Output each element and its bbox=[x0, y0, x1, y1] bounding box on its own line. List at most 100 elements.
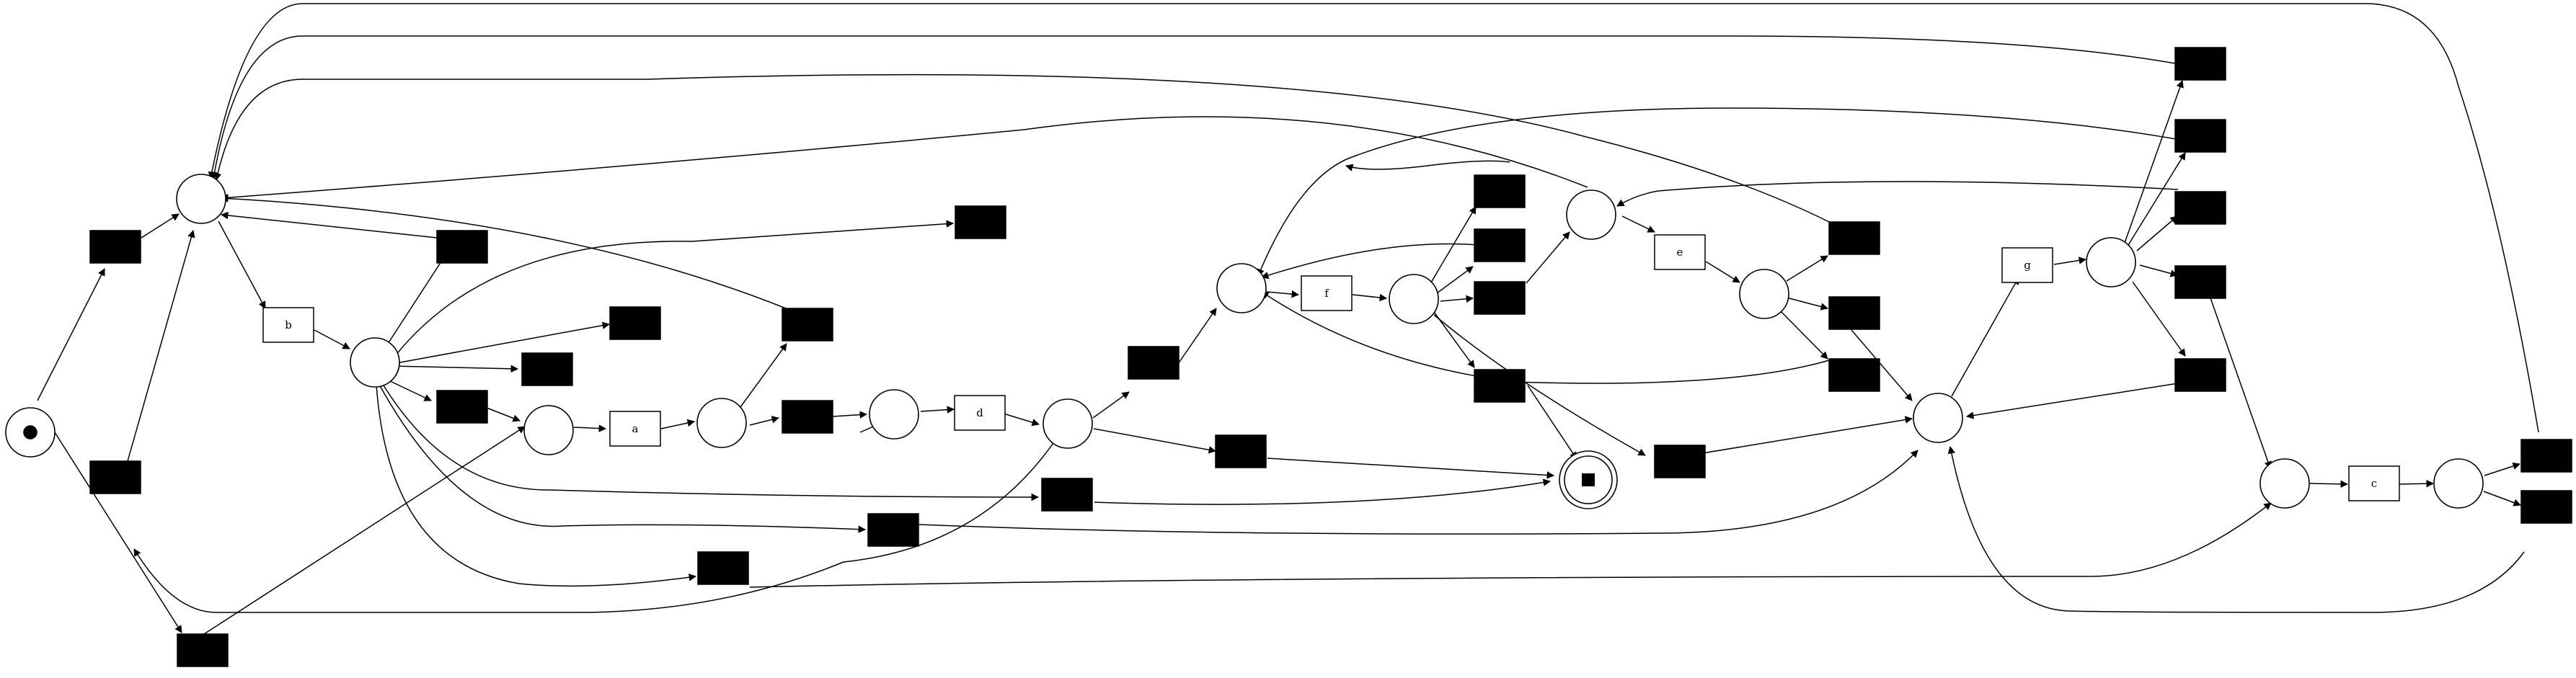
place bbox=[696, 398, 747, 448]
arc bbox=[2132, 281, 2186, 357]
arc bbox=[2136, 215, 2178, 251]
arc bbox=[1436, 266, 1474, 294]
arc bbox=[1177, 308, 1217, 365]
arc bbox=[381, 381, 1040, 501]
silent-transition bbox=[2174, 265, 2226, 299]
silent-transition bbox=[436, 390, 488, 424]
label-b: b bbox=[285, 318, 292, 331]
label-c: c bbox=[2371, 477, 2377, 490]
sink-token bbox=[1582, 473, 1595, 486]
arc bbox=[573, 424, 607, 432]
arc bbox=[1786, 255, 1828, 282]
silent-transition bbox=[89, 230, 141, 264]
label-g: g bbox=[2024, 259, 2031, 272]
transition-labels: b a d f e g c bbox=[285, 246, 2377, 490]
place bbox=[1043, 398, 1093, 449]
arc bbox=[386, 379, 432, 401]
transition-c bbox=[2348, 465, 2400, 501]
place bbox=[1566, 189, 1616, 240]
arc bbox=[213, 73, 1830, 223]
arc bbox=[2208, 293, 2272, 469]
arc bbox=[1266, 290, 1300, 298]
arc bbox=[2139, 264, 2179, 277]
arc bbox=[391, 365, 519, 373]
silent-transition bbox=[2174, 191, 2226, 225]
place bbox=[523, 405, 574, 455]
source-token bbox=[23, 425, 37, 440]
arc bbox=[37, 268, 105, 401]
silent-transition bbox=[955, 205, 1006, 239]
arc bbox=[1093, 428, 1217, 454]
arc bbox=[1003, 413, 1040, 427]
arc bbox=[220, 116, 1588, 202]
place bbox=[1913, 393, 1963, 443]
arc bbox=[141, 213, 180, 238]
silent-transition bbox=[1128, 346, 1179, 380]
arc bbox=[1779, 309, 1828, 360]
silent-transition bbox=[697, 551, 749, 585]
silent-transition bbox=[1474, 228, 1526, 262]
arc bbox=[749, 416, 780, 426]
arc bbox=[1947, 445, 2525, 613]
silent-transition bbox=[2174, 358, 2226, 392]
transition-b bbox=[262, 307, 314, 343]
arc bbox=[1094, 478, 1552, 505]
label-a: a bbox=[632, 422, 639, 435]
silent-transition bbox=[436, 230, 488, 264]
arc bbox=[1527, 385, 1577, 460]
arc bbox=[376, 384, 697, 587]
transition-d bbox=[954, 395, 1006, 431]
place bbox=[2259, 458, 2310, 509]
arcs bbox=[37, 3, 2539, 635]
silent-transition bbox=[782, 400, 833, 434]
label-e: e bbox=[1677, 246, 1683, 259]
transition-a bbox=[609, 411, 661, 447]
silent-transition bbox=[782, 308, 833, 342]
silent-transition bbox=[1474, 369, 1526, 403]
silent-transition bbox=[1828, 296, 1880, 330]
arc bbox=[1257, 107, 2204, 277]
arc bbox=[740, 343, 787, 408]
arc bbox=[2484, 462, 2520, 476]
arc bbox=[211, 35, 2176, 180]
silent-transition bbox=[1041, 478, 1093, 512]
arc bbox=[749, 502, 2272, 588]
arc bbox=[2483, 491, 2521, 507]
arc bbox=[378, 383, 867, 533]
arc bbox=[2053, 257, 2087, 265]
silent-transition bbox=[2174, 47, 2226, 81]
arc bbox=[1092, 391, 1130, 419]
arc bbox=[486, 407, 521, 422]
arc bbox=[660, 419, 696, 429]
arc bbox=[1526, 231, 1570, 284]
arc bbox=[1430, 206, 1477, 283]
place bbox=[1389, 274, 1439, 324]
arc bbox=[1621, 215, 1655, 233]
place bbox=[176, 174, 226, 224]
arc bbox=[1345, 160, 1510, 171]
silent-transition bbox=[2174, 119, 2226, 153]
arc bbox=[1616, 181, 2179, 207]
arc bbox=[2398, 479, 2435, 488]
arc bbox=[1705, 261, 1740, 283]
silent-transition bbox=[867, 513, 919, 547]
arc bbox=[394, 220, 955, 357]
transitions bbox=[89, 47, 2572, 667]
transition-f bbox=[1301, 275, 1353, 311]
arc bbox=[44, 416, 182, 633]
arc bbox=[220, 211, 438, 238]
arc bbox=[919, 450, 1918, 535]
arc bbox=[208, 3, 2539, 433]
arc bbox=[314, 329, 350, 349]
place bbox=[1216, 263, 1267, 313]
arc bbox=[832, 411, 868, 419]
silent-transition bbox=[89, 460, 141, 494]
silent-transition bbox=[1828, 358, 1880, 392]
arc bbox=[1433, 311, 1475, 368]
place bbox=[2086, 237, 2136, 287]
arc bbox=[1267, 458, 1555, 479]
label-d: d bbox=[976, 406, 983, 419]
arc bbox=[220, 195, 787, 309]
